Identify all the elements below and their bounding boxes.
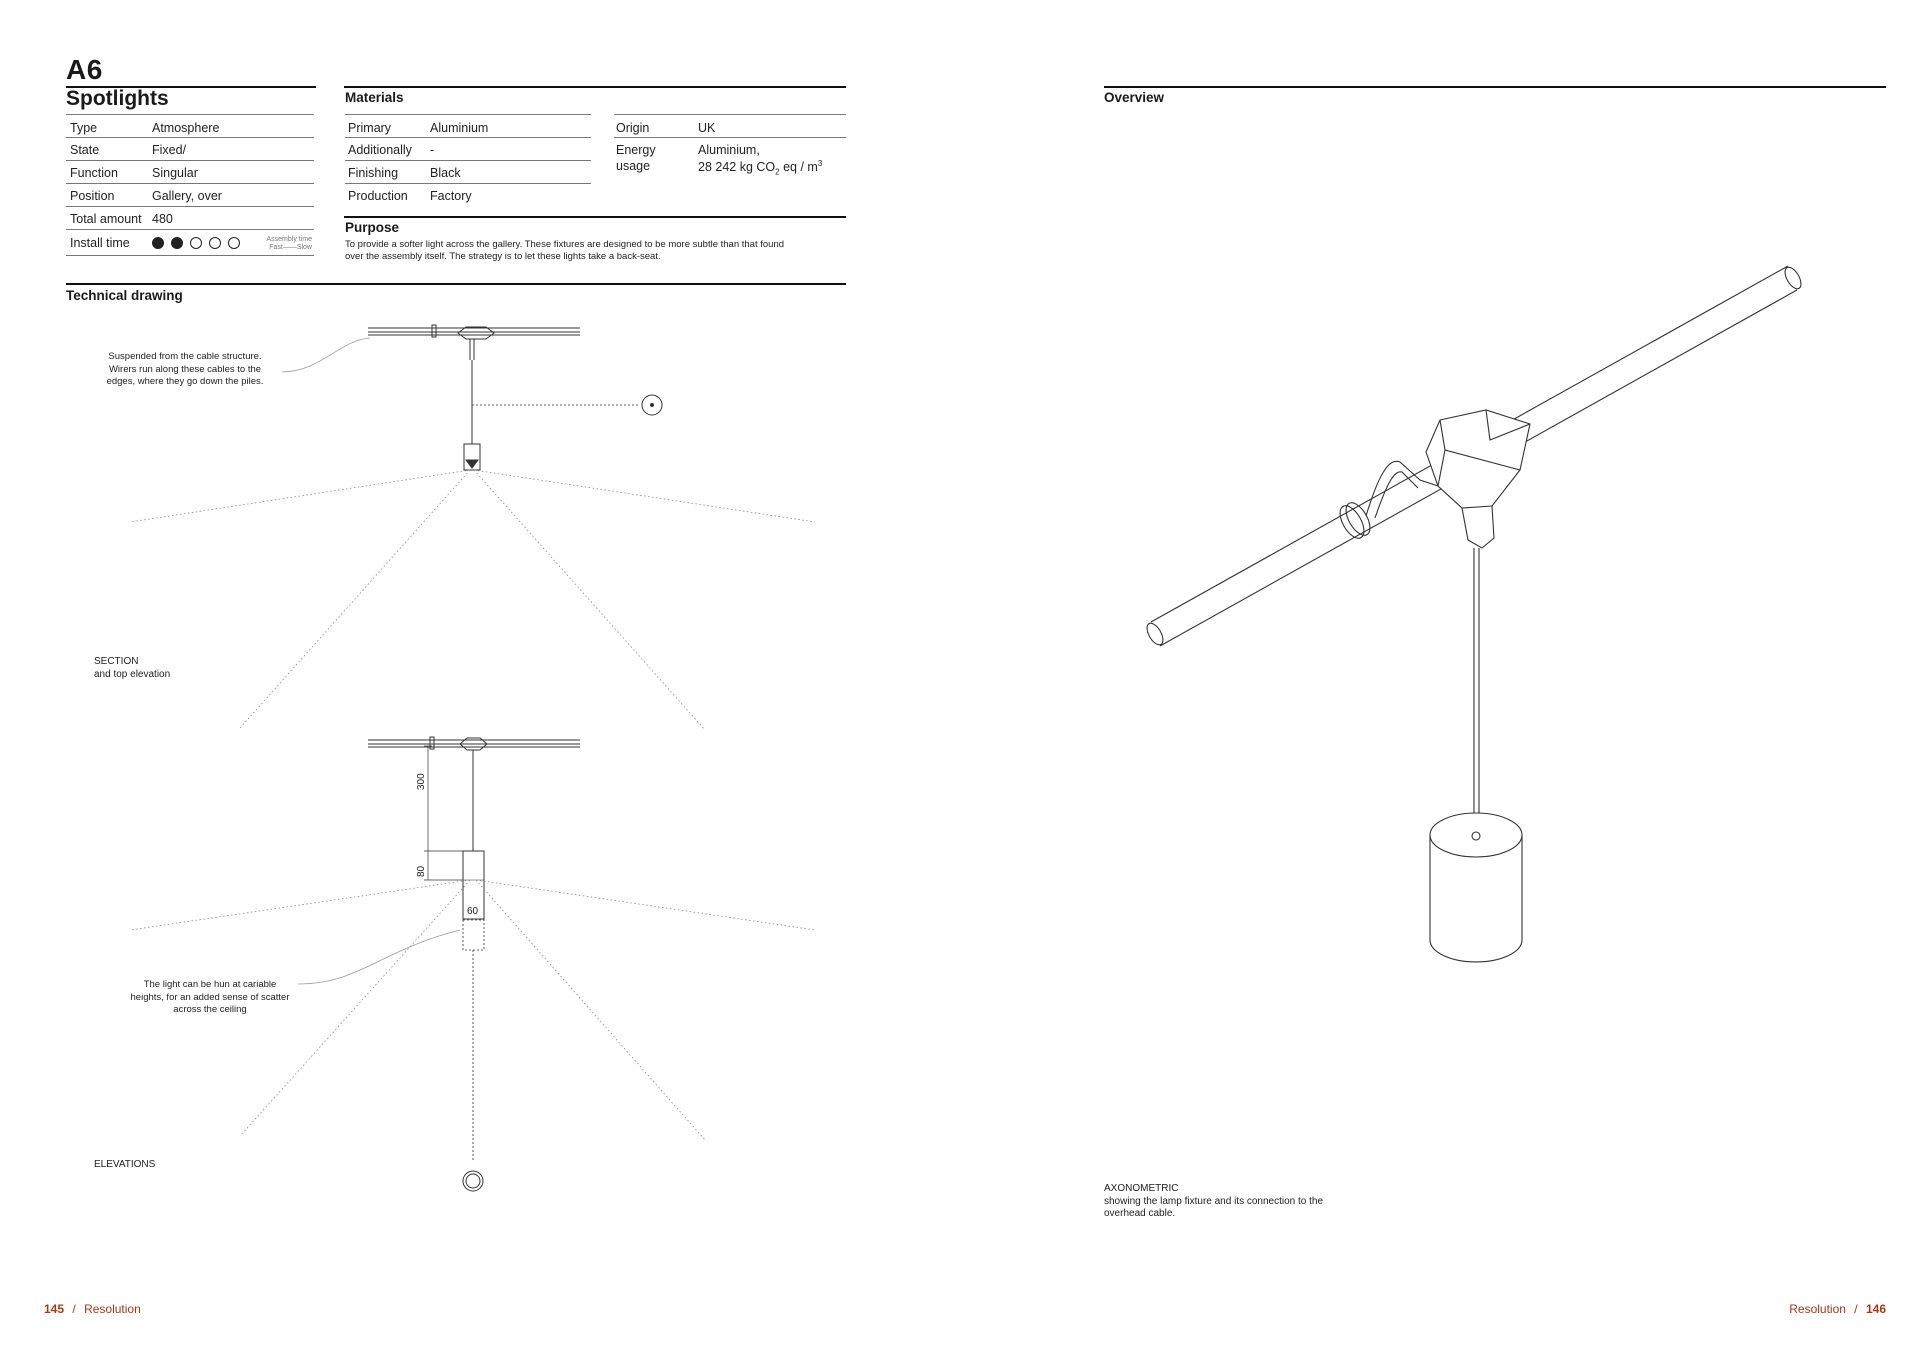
footer-left: 145 / Resolution	[44, 1302, 141, 1316]
dimension-60: 60	[467, 906, 479, 917]
spec-value: Gallery, over	[152, 189, 222, 203]
section-drawing	[129, 324, 816, 731]
material-value: -	[430, 143, 435, 157]
origin-label: Origin	[616, 121, 650, 135]
rating-dot-empty	[228, 237, 240, 249]
cable-annotation: Suspended from the cable structure. Wire…	[106, 351, 264, 387]
spec-value: Fixed/	[152, 143, 187, 157]
section-code: A6	[66, 54, 103, 85]
spec-label: Type	[70, 121, 98, 135]
materials-heading: Materials	[345, 90, 404, 105]
axonometric-drawing	[1146, 265, 1802, 963]
rating-dot-empty	[209, 237, 221, 249]
material-value: Factory	[430, 189, 472, 203]
section-name-left: Resolution	[84, 1302, 141, 1316]
spec-label: State	[70, 143, 100, 157]
page-number-right: 146	[1865, 1302, 1886, 1316]
material-value: Aluminium	[430, 121, 489, 135]
page-number-left: 145	[44, 1302, 65, 1316]
section-name-right: Resolution	[1789, 1302, 1846, 1316]
energy-label: usage	[616, 159, 651, 173]
spec-value: Atmosphere	[152, 121, 220, 135]
overview-heading: Overview	[1104, 90, 1165, 105]
energy-label: Energy	[616, 143, 656, 157]
energy-value: 28 242 kg CO2 eq / m3	[698, 159, 823, 177]
material-value: Black	[430, 166, 461, 180]
rating-dot-filled	[171, 237, 183, 249]
material-label: Additionally	[348, 143, 412, 157]
section-caption: SECTION and top elevation	[94, 656, 171, 680]
spec-label: Function	[70, 166, 118, 180]
rating-dot-empty	[190, 237, 202, 249]
origin-value: UK	[698, 121, 716, 135]
material-label: Finishing	[348, 166, 399, 180]
height-annotation: The light can be hun at cariable heights…	[130, 979, 290, 1015]
energy-value: Aluminium,	[698, 143, 760, 157]
purpose-text: To provide a softer light across the gal…	[345, 239, 785, 262]
axonometric-caption: AXONOMETRIC showing the lamp fixture and…	[1104, 1183, 1324, 1219]
material-label: Production	[348, 189, 408, 203]
spec-label: Install time	[70, 236, 130, 250]
page-title: Spotlights	[66, 87, 169, 110]
install-time-legend: Assembly time Fast——Slow	[266, 236, 312, 251]
material-label: Primary	[348, 121, 392, 135]
spec-value: 480	[152, 212, 173, 226]
footer-right: Resolution / 146	[1789, 1302, 1886, 1316]
spec-label: Position	[70, 189, 115, 203]
spec-value: Singular	[152, 166, 198, 180]
rating-dot-filled	[152, 237, 164, 249]
technical-drawing-heading: Technical drawing	[66, 288, 183, 303]
purpose-heading: Purpose	[345, 220, 400, 235]
spec-label: Total amount	[70, 212, 142, 226]
elevation-drawing	[129, 736, 816, 1192]
elevations-caption: ELEVATIONS	[94, 1159, 156, 1170]
